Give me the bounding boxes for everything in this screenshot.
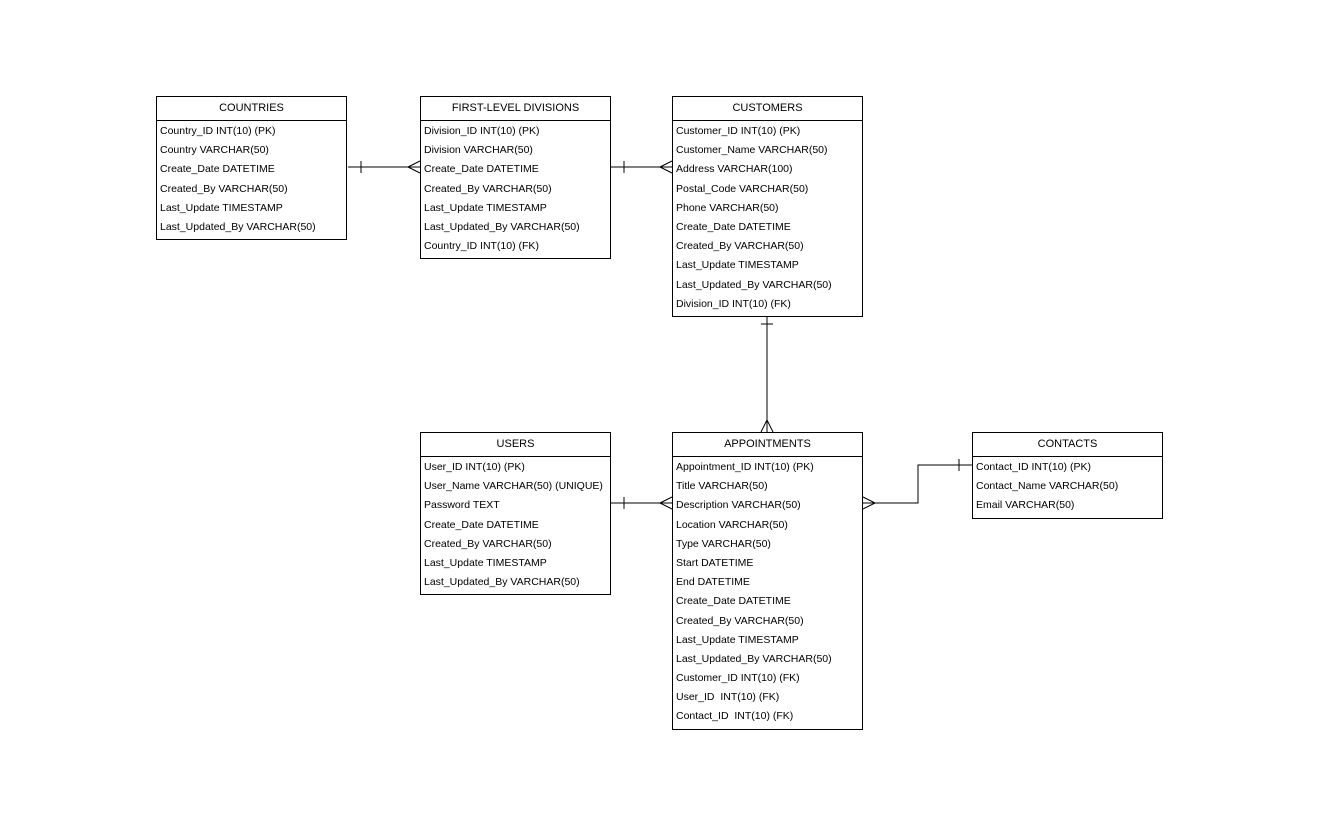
field-row: Type VARCHAR(50) — [676, 537, 771, 550]
rel-countries-divisions — [348, 160, 421, 174]
field-row: Create_Date DATETIME — [424, 518, 539, 531]
field-row: User_ID INT(10) (FK) — [676, 691, 780, 704]
field-row: Create_Date DATETIME — [676, 595, 791, 608]
entity-title: APPOINTMENTS — [673, 433, 862, 457]
crowfoot-many-marker — [760, 419, 774, 433]
field-row: Last_Updated_By VARCHAR(50) — [676, 278, 832, 291]
field-row: Description VARCHAR(50) — [676, 499, 801, 512]
field-row: Customer_Name VARCHAR(50) — [676, 144, 828, 157]
field-row: Last_Update TIMESTAMP — [424, 556, 547, 569]
entity-countries[interactable]: COUNTRIES Country_ID INT(10) (PK) Countr… — [156, 96, 347, 241]
rel-contacts-appointments — [862, 459, 972, 510]
field-row: Created_By VARCHAR(50) — [160, 182, 288, 195]
field-row: Last_Updated_By VARCHAR(50) — [676, 652, 832, 665]
entity-users[interactable]: USERS User_ID INT(10) (PK) User_Name VAR… — [420, 432, 611, 596]
field-row: Division VARCHAR(50) — [424, 144, 533, 157]
field-row: Country VARCHAR(50) — [160, 144, 269, 157]
field-list: Customer_ID INT(10) (PK) Customer_Name V… — [673, 121, 862, 316]
rel-customers-appointments — [760, 312, 774, 433]
field-row: Start DATETIME — [676, 556, 754, 569]
field-row: Last_Update TIMESTAMP — [676, 633, 799, 646]
field-row: Created_By VARCHAR(50) — [676, 240, 804, 253]
field-list: Country_ID INT(10) (PK) Country VARCHAR(… — [157, 121, 346, 239]
field-row: Last_Update TIMESTAMP — [676, 259, 799, 272]
field-row: Contact_Name VARCHAR(50) — [976, 480, 1119, 493]
field-row: Customer_ID INT(10) (FK) — [676, 672, 800, 685]
field-row: Address VARCHAR(100) — [676, 163, 793, 176]
crowfoot-many-marker — [862, 496, 876, 510]
entity-first-level-divisions[interactable]: FIRST-LEVEL DIVISIONS Division_ID INT(10… — [420, 96, 611, 260]
field-row: Appointment_ID INT(10) (PK) — [676, 461, 814, 473]
field-row: Create_Date DATETIME — [424, 163, 539, 176]
field-row: Phone VARCHAR(50) — [676, 201, 779, 214]
field-row: Contact_ID INT(10) (PK) — [976, 461, 1091, 473]
entity-customers[interactable]: CUSTOMERS Customer_ID INT(10) (PK) Custo… — [672, 96, 863, 317]
field-row: Division_ID INT(10) (FK) — [676, 297, 791, 310]
field-row: Division_ID INT(10) (PK) — [424, 125, 540, 137]
field-row: Title VARCHAR(50) — [676, 480, 768, 493]
entity-appointments[interactable]: APPOINTMENTS Appointment_ID INT(10) (PK)… — [672, 432, 863, 730]
field-row: Postal_Code VARCHAR(50) — [676, 182, 809, 195]
field-list: User_ID INT(10) (PK) User_Name VARCHAR(5… — [421, 457, 610, 594]
field-row: User_Name VARCHAR(50) (UNIQUE) — [424, 480, 603, 493]
field-row: User_ID INT(10) (PK) — [424, 461, 525, 473]
field-row: Country_ID INT(10) (PK) — [160, 125, 276, 137]
field-row: Created_By VARCHAR(50) — [676, 614, 804, 627]
field-row: Last_Updated_By VARCHAR(50) — [160, 220, 316, 233]
crowfoot-many-marker — [659, 160, 673, 174]
field-row: Create_Date DATETIME — [160, 163, 275, 176]
entity-title: CONTACTS — [973, 433, 1162, 457]
field-row: Email VARCHAR(50) — [976, 499, 1075, 512]
field-row: Created_By VARCHAR(50) — [424, 182, 552, 195]
entity-title: USERS — [421, 433, 610, 457]
field-row: End DATETIME — [676, 576, 750, 589]
field-row: Contact_ID INT(10) (FK) — [676, 710, 794, 723]
crowfoot-many-marker — [659, 496, 673, 510]
entity-title: CUSTOMERS — [673, 97, 862, 121]
field-row: Create_Date DATETIME — [676, 220, 791, 233]
entity-title: COUNTRIES — [157, 97, 346, 121]
field-row: Customer_ID INT(10) (PK) — [676, 125, 801, 137]
field-row: Last_Updated_By VARCHAR(50) — [424, 576, 580, 589]
field-row: Last_Update TIMESTAMP — [424, 201, 547, 214]
field-row: Location VARCHAR(50) — [676, 518, 788, 531]
field-row: Created_By VARCHAR(50) — [424, 537, 552, 550]
field-row: Last_Update TIMESTAMP — [160, 201, 283, 214]
field-row: Password TEXT — [424, 499, 500, 512]
field-list: Division_ID INT(10) (PK) Division VARCHA… — [421, 121, 610, 258]
rel-divisions-customers — [611, 160, 673, 174]
field-row: Country_ID INT(10) (FK) — [424, 240, 539, 253]
field-list: Appointment_ID INT(10) (PK) Title VARCHA… — [673, 457, 862, 729]
rel-users-appointments — [611, 496, 673, 510]
field-row: Last_Updated_By VARCHAR(50) — [424, 220, 580, 233]
entity-contacts[interactable]: CONTACTS Contact_ID INT(10) (PK) Contact… — [972, 432, 1163, 519]
field-list: Contact_ID INT(10) (PK) Contact_Name VAR… — [973, 457, 1162, 518]
entity-title: FIRST-LEVEL DIVISIONS — [421, 97, 610, 121]
crowfoot-many-marker — [407, 160, 421, 174]
